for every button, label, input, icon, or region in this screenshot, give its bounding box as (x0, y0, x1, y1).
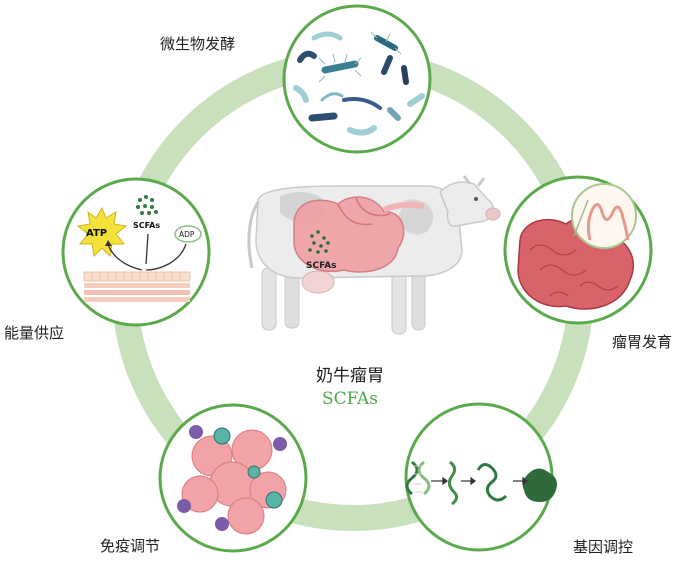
label-energy-supply: 能量供应 (4, 324, 65, 342)
node-energy-supply: ATP SCFAs ADP (61, 177, 211, 327)
cow-scfas-label: SCFAs (306, 261, 337, 271)
node-immune-regulation (158, 403, 308, 553)
label-gene-regulation: 基因调控 (573, 538, 634, 556)
adp-label: ADP (179, 230, 195, 239)
node-gene-regulation (404, 402, 557, 552)
energy-scfas-label: SCFAs (133, 221, 160, 230)
label-rumen-development: 瘤胃发育 (612, 333, 673, 351)
node-microbial-fermentation (282, 4, 432, 154)
node-rumen-development (503, 175, 653, 325)
cow-illustration: SCFAs (247, 175, 501, 335)
label-microbial-fermentation: 微生物发酵 (160, 35, 236, 53)
atp-label: ATP (86, 228, 107, 239)
center-subtitle: SCFAs (322, 389, 378, 409)
center-title: 奶牛瘤胃 (316, 366, 384, 386)
label-immune-regulation: 免疫调节 (100, 537, 161, 555)
